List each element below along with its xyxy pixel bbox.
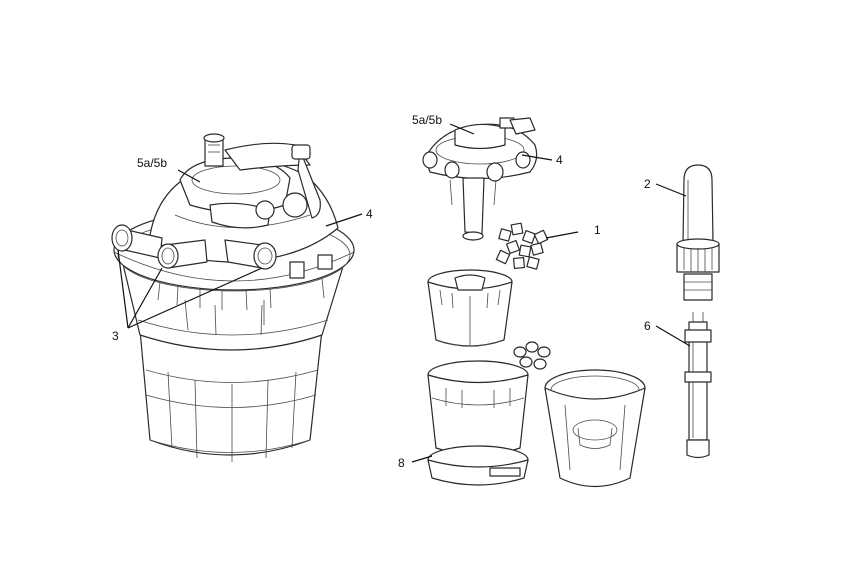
- leader-mid-4: [521, 154, 553, 161]
- callout-mid-1: 1: [594, 223, 601, 237]
- exploded-lid: [422, 117, 538, 241]
- leader-left-4: [325, 213, 363, 227]
- uv-tube-assembly: [676, 164, 720, 459]
- callout-mid-5a5b: 5a/5b: [412, 113, 442, 127]
- upper-basket: [427, 269, 513, 347]
- leader-left-3: [117, 249, 263, 329]
- leader-mid-5a5b: [449, 123, 475, 135]
- outer-bowl: [544, 369, 646, 487]
- leader-left-5a5b: [177, 169, 201, 183]
- lower-basket: [427, 360, 529, 486]
- callout-left-4: 4: [366, 207, 373, 221]
- callout-left-3: 3: [112, 329, 119, 343]
- callout-right-2: 2: [644, 177, 651, 191]
- small-rings: [513, 341, 551, 370]
- callout-left-5a5b: 5a/5b: [137, 156, 167, 170]
- leader-mid-8: [411, 455, 433, 463]
- callout-mid-4: 4: [556, 153, 563, 167]
- callout-right-6: 6: [644, 319, 651, 333]
- assembled-filter: [111, 133, 355, 462]
- leader-right-2: [655, 183, 687, 197]
- filter-media: [495, 222, 549, 270]
- callout-mid-8: 8: [398, 456, 405, 470]
- leader-mid-1: [545, 231, 579, 239]
- leader-right-6: [655, 325, 691, 347]
